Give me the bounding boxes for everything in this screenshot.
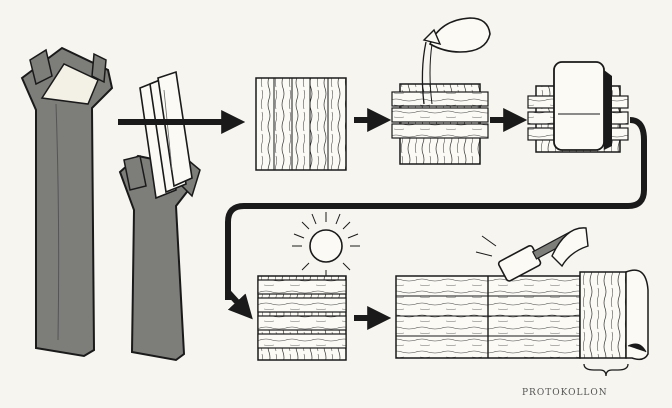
- strips-icon: [118, 70, 201, 362]
- protokollon-brace: [583, 363, 629, 377]
- sun-icon: [257, 212, 360, 361]
- papyrus-stalk-icon: [20, 46, 114, 358]
- flow-arrow: [225, 289, 253, 320]
- press-icon: [527, 61, 629, 153]
- flow-connector: [225, 117, 647, 300]
- sheet-icon: [255, 77, 347, 171]
- water-jug-icon: [391, 17, 491, 165]
- protokollon-caption: PROTOKOLLON: [522, 388, 608, 398]
- mallet-icon: [395, 227, 649, 361]
